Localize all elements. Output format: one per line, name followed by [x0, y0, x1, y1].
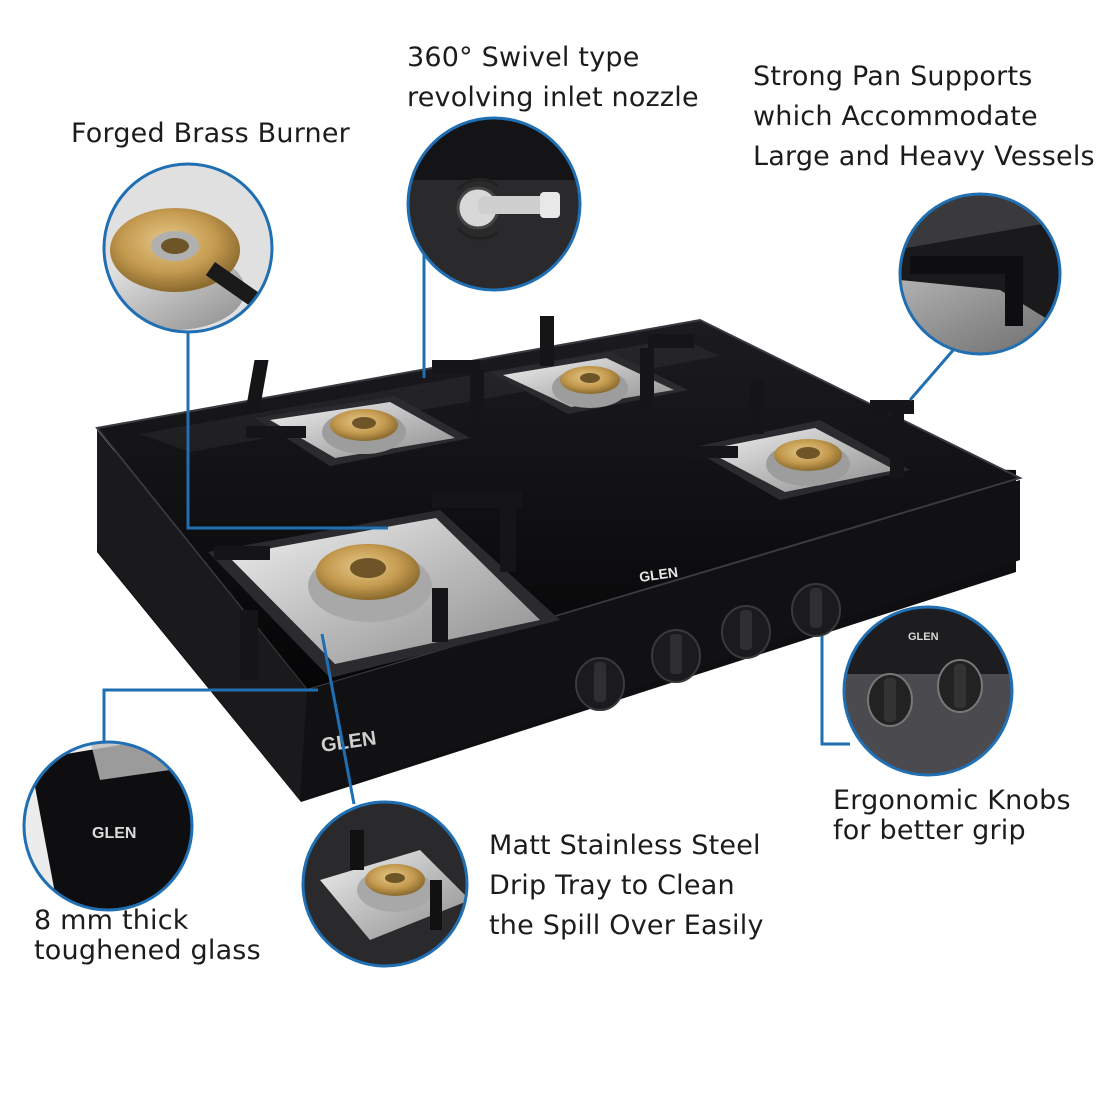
callout-line: Forged Brass Burner [71, 118, 350, 149]
top-logo: GLEN [638, 564, 679, 585]
knob-icon [867, 673, 913, 727]
knob-icon [575, 657, 625, 711]
callout-line: for better grip [833, 815, 1026, 846]
knob-icon [651, 629, 701, 683]
burner-callout-text: Forged Brass Burner [71, 114, 350, 154]
callout-line: toughened glass [34, 935, 261, 966]
burner-icon [110, 208, 240, 292]
callout-line: Large and Heavy Vessels [753, 141, 1095, 172]
glass-callout-image: GLEN [22, 740, 194, 912]
burner-callout-image [102, 162, 274, 334]
nozzle-callout-text: 360° Swivel type revolving inlet nozzle [407, 38, 699, 118]
knob-icon [791, 583, 841, 637]
callout-line: Matt Stainless Steel [489, 830, 761, 861]
callout-line: Ergonomic Knobs [833, 785, 1071, 816]
control-knobs [575, 583, 841, 711]
glass-callout-text: 8 mm thick toughened glass [34, 906, 261, 966]
knob-icon [721, 605, 771, 659]
callout-line: Strong Pan Supports [753, 61, 1033, 92]
knobs-callout-image: GLEN [842, 605, 1014, 777]
callout-line: Drip Tray to Clean [489, 870, 735, 901]
corner-logo: GLEN [92, 825, 136, 842]
pan-supports [214, 316, 914, 680]
callout-line: revolving inlet nozzle [407, 82, 699, 113]
callout-line: 8 mm thick [34, 905, 189, 936]
pan-support-icon [910, 256, 1023, 326]
nozzle-icon [456, 177, 560, 241]
drip-tray-callout-image [301, 800, 469, 968]
callout-lines [102, 238, 957, 805]
burner-back-middle [490, 352, 688, 414]
knob-panel-logo: GLEN [908, 631, 939, 643]
burner-right [690, 420, 910, 500]
drip-tray-callout-text: Matt Stainless Steel Drip Tray to Clean … [489, 826, 764, 946]
front-panel [97, 430, 1020, 800]
callout-line: which Accommodate [753, 101, 1038, 132]
callout-line: 360° Swivel type [407, 42, 640, 73]
pan-support-callout-image [898, 192, 1062, 356]
nozzle-callout-image [406, 116, 582, 292]
callout-line: the Spill Over Easily [489, 910, 764, 941]
burner-front-left [208, 510, 560, 678]
knob-icon [937, 659, 983, 713]
burner-back-left [255, 396, 470, 466]
pan-supports-callout-text: Strong Pan Supports which Accommodate La… [753, 57, 1095, 177]
knobs-callout-text: Ergonomic Knobs for better grip [833, 786, 1071, 846]
